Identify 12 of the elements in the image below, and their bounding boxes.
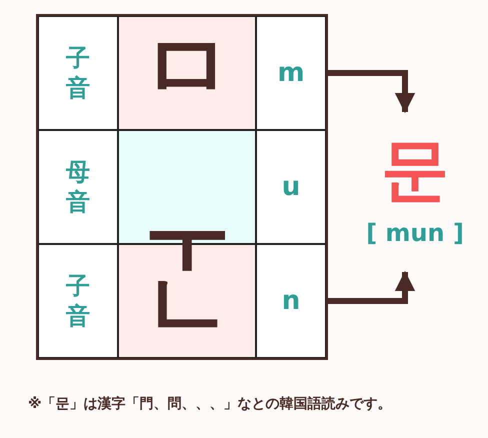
arrow [326, 270, 416, 304]
letter-cell: n [256, 244, 326, 358]
arrow [326, 70, 416, 114]
letter-cell: m [256, 16, 326, 130]
table-cell: 子音 [38, 244, 118, 358]
table-cell: 子音 [38, 16, 118, 130]
letter-cell: u [256, 130, 326, 244]
table-cell: 母音 [38, 130, 118, 244]
syllable-text: 문 [381, 137, 449, 205]
footnote: ※「문」は漢字「門、問、、、」なとの韓国語読みです。 [28, 395, 392, 413]
letter-cell: ㅁ [118, 16, 256, 130]
pronunciation-text: [ mun ] [366, 219, 464, 247]
